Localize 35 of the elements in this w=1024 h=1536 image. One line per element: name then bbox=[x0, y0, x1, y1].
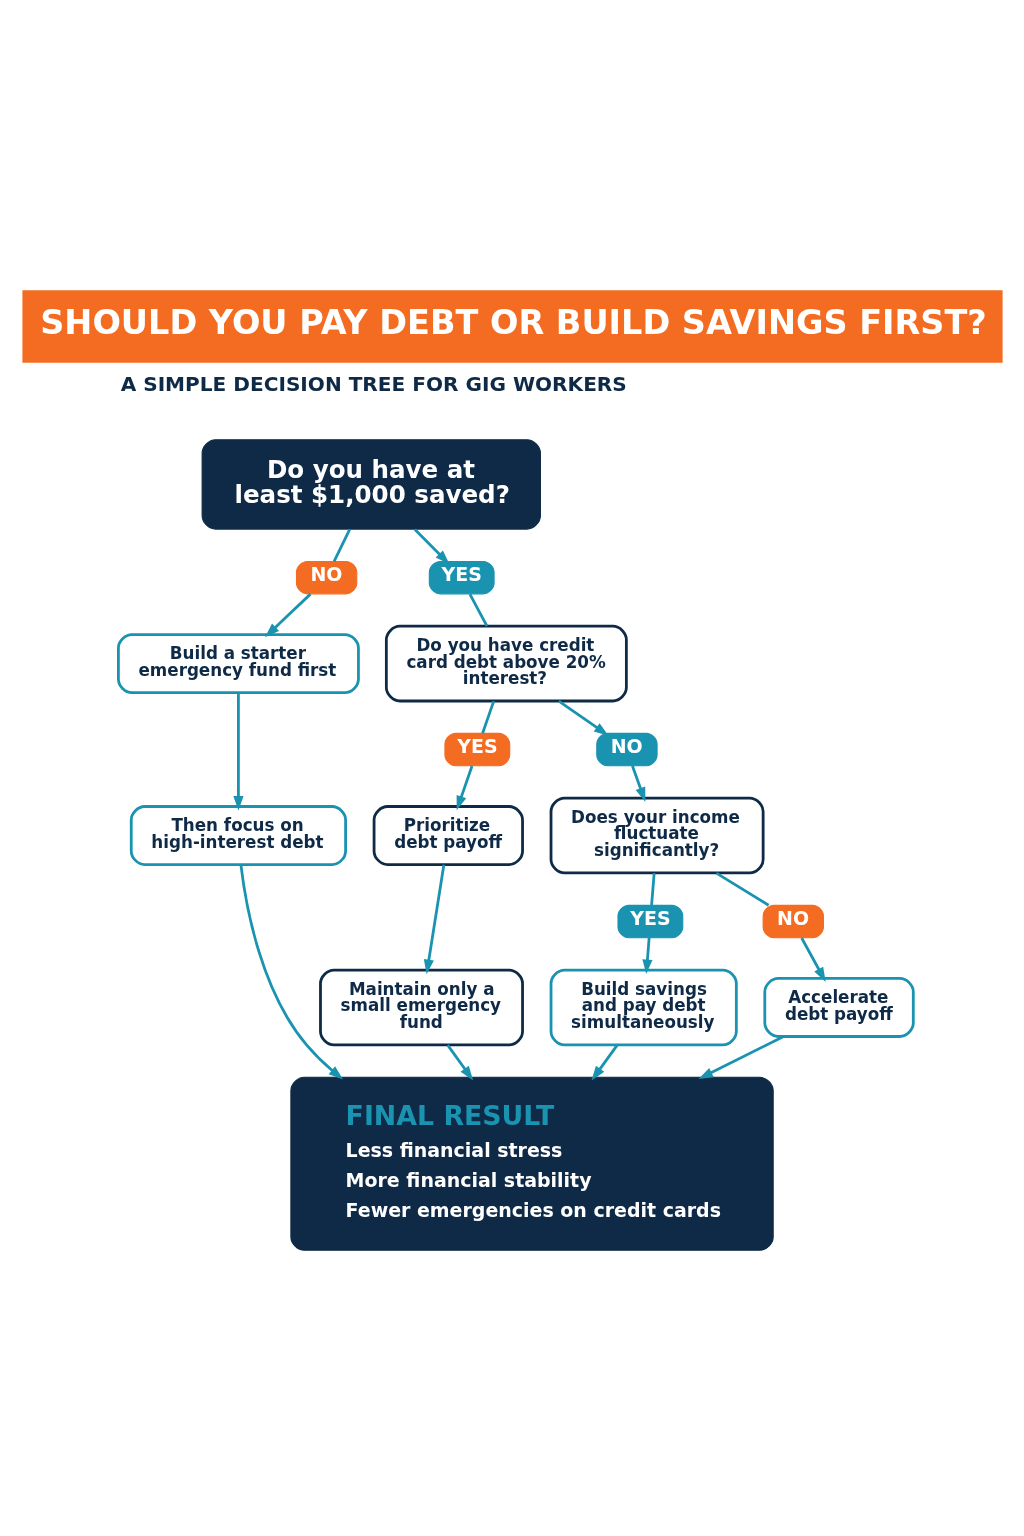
arrow bbox=[446, 1044, 473, 1081]
node-box: NO bbox=[295, 560, 357, 595]
node-box: YES bbox=[616, 904, 683, 939]
node-box: NO bbox=[595, 732, 658, 767]
node-box: Does your income fluctuate significantly? bbox=[549, 796, 765, 875]
node-box: FINAL RESULT Less financial stress More financial stability Fewer emergencies on credit cards bbox=[289, 1076, 774, 1251]
node-box: NO bbox=[762, 904, 824, 939]
node-box: Do you have at least $1,000 saved? bbox=[201, 439, 541, 530]
node-box: Then focus on high-interest debt bbox=[129, 805, 347, 866]
node-box: Build a starter emergency fund first bbox=[116, 633, 360, 695]
arrow bbox=[264, 593, 311, 638]
arrow bbox=[591, 1044, 618, 1081]
node-box: YES bbox=[443, 732, 510, 767]
node-box: Build savings and pay debt simultaneously bbox=[549, 968, 738, 1047]
diagram-title: SHOULD YOU PAY DEBT OR BUILD SAVINGS FIRST? bbox=[39, 303, 987, 343]
connector bbox=[715, 871, 769, 907]
connector bbox=[468, 593, 488, 627]
node-box: YES bbox=[428, 560, 495, 595]
connector bbox=[649, 873, 656, 906]
arrow bbox=[232, 692, 243, 811]
label: A SIMPLE DECISION TREE FOR GIG WORKERS bbox=[120, 372, 627, 397]
connector bbox=[332, 528, 351, 562]
arrow bbox=[423, 864, 445, 975]
arrow bbox=[799, 937, 826, 982]
node-box: Accelerate debt payoff bbox=[762, 977, 915, 1038]
connector bbox=[480, 700, 495, 734]
arrow bbox=[557, 700, 609, 736]
node-box: Maintain only a small emergency fund bbox=[318, 968, 524, 1047]
node-box: Prioritize debt payoff bbox=[372, 805, 524, 866]
arrow bbox=[456, 765, 473, 811]
arrow bbox=[698, 1035, 784, 1080]
arrow bbox=[641, 937, 652, 975]
arrow bbox=[630, 765, 645, 802]
arrow bbox=[239, 864, 343, 1080]
node-box: Do you have credit card debt above 20% interest? bbox=[384, 624, 628, 703]
